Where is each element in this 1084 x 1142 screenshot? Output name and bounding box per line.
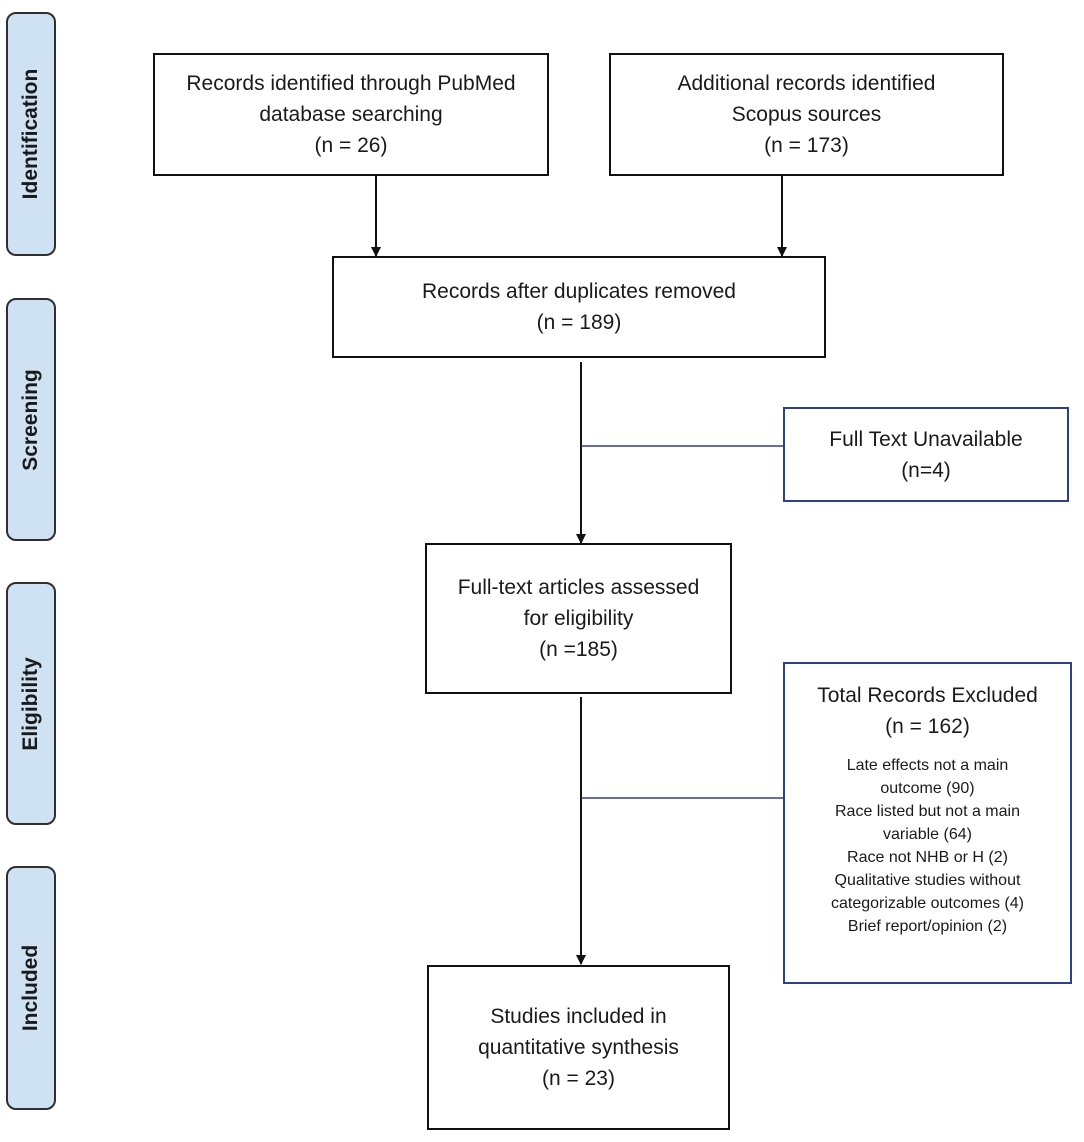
exclusion-reason: categorizable outcomes (4) bbox=[831, 895, 1024, 912]
box-excluded-count: (n = 162) bbox=[885, 715, 970, 738]
box-total-excluded: Total Records Excluded (n = 162) Late ef… bbox=[783, 662, 1072, 984]
box-scopus-count: (n = 173) bbox=[764, 134, 849, 157]
box-duplicates-count: (n = 189) bbox=[536, 311, 622, 334]
box-full-text-unavailable: Full Text Unavailable (n=4) bbox=[783, 407, 1069, 502]
box-scopus-line-2: Scopus sources bbox=[731, 103, 882, 126]
box-pubmed-records: Records identified through PubMed databa… bbox=[153, 53, 549, 176]
box-duplicates-removed: Records after duplicates removed (n = 18… bbox=[332, 256, 826, 358]
exclusion-reason: Brief report/opinion (2) bbox=[847, 918, 1008, 935]
box-fulltext-count: (n =185) bbox=[539, 638, 618, 661]
exclusion-reason: Race not NHB or H (2) bbox=[847, 849, 1008, 866]
stage-included: Included bbox=[6, 866, 56, 1110]
stage-eligibility: Eligibility bbox=[6, 582, 56, 825]
box-pubmed-line-1: Records identified through PubMed bbox=[186, 72, 516, 95]
box-fulltext-line-2: for eligibility bbox=[523, 607, 634, 630]
exclusion-reason: Late effects not a main bbox=[846, 757, 1009, 774]
exclusion-reasons-list: Late effects not a main outcome (90) Rac… bbox=[831, 754, 1024, 938]
box-included-count: (n = 23) bbox=[542, 1067, 615, 1090]
exclusion-reason: variable (64) bbox=[883, 826, 972, 843]
exclusion-reason: outcome (90) bbox=[880, 780, 975, 797]
box-unavailable-line-1: Full Text Unavailable bbox=[829, 427, 1023, 451]
exclusion-reason: Qualitative studies without bbox=[834, 872, 1021, 889]
box-full-text-assessed: Full-text articles assessed for eligibil… bbox=[425, 543, 732, 694]
box-included-line-1: Studies included in bbox=[490, 1005, 667, 1028]
box-included-line-2: quantitative synthesis bbox=[478, 1036, 679, 1059]
box-scopus-line-1: Additional records identified bbox=[677, 72, 936, 95]
stage-identification: Identification bbox=[6, 12, 56, 256]
box-pubmed-line-2: database searching bbox=[259, 103, 443, 126]
box-duplicates-line-1: Records after duplicates removed bbox=[422, 280, 736, 303]
box-pubmed-count: (n = 26) bbox=[314, 134, 388, 157]
box-unavailable-count: (n=4) bbox=[901, 458, 951, 482]
stage-screening: Screening bbox=[6, 298, 56, 541]
box-scopus-records: Additional records identified Scopus sou… bbox=[609, 53, 1004, 176]
box-excluded-title: Total Records Excluded bbox=[817, 684, 1038, 707]
exclusion-reason: Race listed but not a main bbox=[834, 803, 1020, 820]
box-studies-included: Studies included in quantitative synthes… bbox=[427, 965, 730, 1130]
box-fulltext-line-1: Full-text articles assessed bbox=[457, 576, 700, 599]
